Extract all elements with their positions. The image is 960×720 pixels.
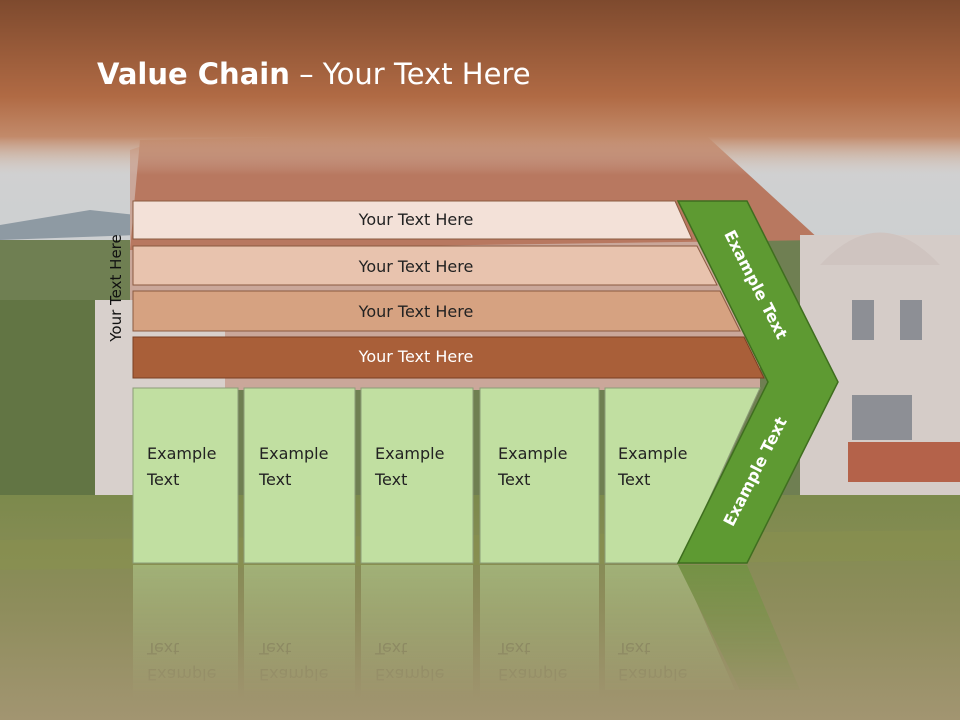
box-1-line2: Text xyxy=(146,470,179,489)
band-2: Your Text Here xyxy=(132,245,718,286)
box-2-line1: Example xyxy=(259,444,328,463)
box-1-line1: Example xyxy=(147,444,216,463)
box-4-line1: Example xyxy=(498,444,567,463)
activity-boxes: Example Text Example Text Example Text E… xyxy=(132,387,761,564)
box-1: Example Text xyxy=(132,387,239,564)
reflection-box-1-line1: Example xyxy=(147,665,216,684)
box-2-line2: Text xyxy=(258,470,291,489)
bands: Your Text Here Your Text Here Your Text … xyxy=(132,200,765,379)
diagram-reflection: Example Text Example Text Example Text E… xyxy=(133,565,800,700)
box-2: Example Text xyxy=(243,387,356,564)
reflection-box-5-line1: Example xyxy=(618,665,687,684)
band-4: Your Text Here xyxy=(132,336,765,379)
reflection-box-3-line1: Example xyxy=(375,665,444,684)
reflection-box-5-line2: Text xyxy=(617,639,650,658)
box-5-line2: Text xyxy=(617,470,650,489)
box-5: Example Text xyxy=(604,387,761,564)
reflection-box-4-line2: Text xyxy=(497,639,530,658)
band-4-label: Your Text Here xyxy=(358,347,474,366)
box-3-line2: Text xyxy=(374,470,407,489)
box-5-line1: Example xyxy=(618,444,687,463)
band-3: Your Text Here xyxy=(132,290,741,332)
box-3-line1: Example xyxy=(375,444,444,463)
reflection-box-3-line2: Text xyxy=(374,639,407,658)
reflection-box-2-line1: Example xyxy=(259,665,328,684)
reflection-box-2-line2: Text xyxy=(258,639,291,658)
reflection-box-4-line1: Example xyxy=(498,665,567,684)
band-1-label: Your Text Here xyxy=(358,210,474,229)
title-bold: Value Chain xyxy=(97,57,290,91)
band-1: Your Text Here xyxy=(132,200,693,240)
band-2-label: Your Text Here xyxy=(358,257,474,276)
box-4-line2: Text xyxy=(497,470,530,489)
box-3: Example Text xyxy=(360,387,474,564)
band-3-label: Your Text Here xyxy=(358,302,474,321)
box-4: Example Text xyxy=(479,387,600,564)
title-rest: – Your Text Here xyxy=(289,57,531,91)
slide-title: Value Chain – Your Text Here xyxy=(97,56,531,92)
reflection-box-1-line2: Text xyxy=(146,639,179,658)
